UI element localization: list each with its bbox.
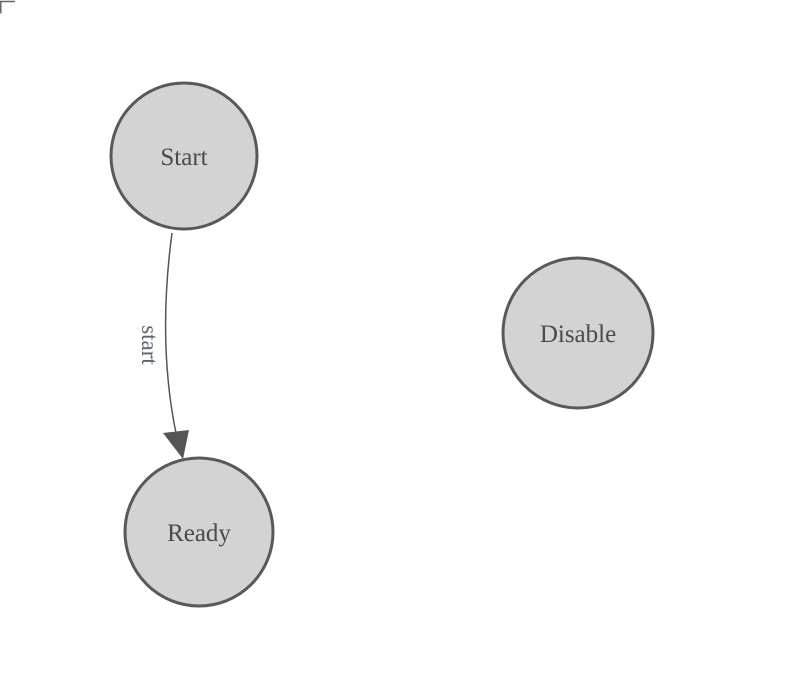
canvas-origin-corner-icon	[0, 0, 15, 14]
state-circle-start[interactable]	[109, 81, 259, 231]
state-circle-disable[interactable]	[501, 256, 655, 410]
edge-line[interactable]	[164, 232, 178, 439]
state-node-ready[interactable]: Ready	[123, 456, 275, 608]
state-node-disable[interactable]: Disable	[501, 256, 655, 410]
state-node-start[interactable]: Start	[109, 81, 259, 231]
arrowhead-icon	[163, 430, 189, 459]
edge-label[interactable]: start	[137, 325, 162, 365]
state-label-start: Start	[160, 144, 207, 171]
state-label-disable: Disable	[540, 321, 616, 348]
state-circle-ready[interactable]	[123, 456, 275, 608]
transition-edge-start-to-ready[interactable]: start	[137, 232, 189, 459]
state-label-ready: Ready	[167, 520, 231, 547]
